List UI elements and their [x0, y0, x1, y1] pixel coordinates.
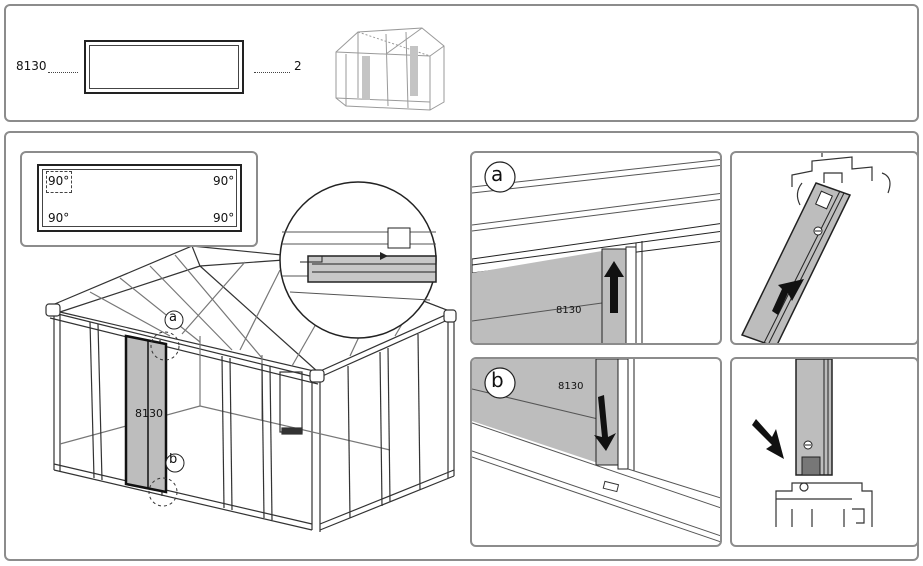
- parts-strip: 8130 2: [4, 4, 919, 122]
- detail-a-panel: a 8130: [470, 151, 722, 345]
- door-panel-label: 8130: [135, 407, 163, 420]
- part-quantity: 2: [294, 59, 302, 73]
- leader-dots-left: [48, 72, 78, 73]
- angle-bottom-right: 90°: [213, 211, 235, 225]
- leader-dots-right: [254, 72, 290, 73]
- detail-a-panel-label: 8130: [556, 305, 582, 316]
- angle-top-right: 90°: [213, 174, 235, 188]
- detail-a-letter: a: [491, 162, 504, 186]
- right-angle-inset: [20, 151, 258, 247]
- angle-bottom-left: 90°: [48, 211, 70, 225]
- detail-b-panel-label: 8130: [558, 381, 584, 392]
- detail-b-panel: b 8130: [470, 357, 722, 547]
- gazebo-thumbnail: [335, 27, 445, 111]
- detail-slide-down-panel: [730, 357, 919, 547]
- callout-a-marker: a: [169, 310, 177, 325]
- angle-marker-box: [46, 171, 72, 193]
- angle-top-left: 90°: [48, 174, 70, 188]
- detail-b-letter: b: [491, 368, 504, 392]
- panel-outline: [37, 164, 242, 232]
- detail-slide-up-panel: [730, 151, 919, 345]
- part-number-label: 8130: [16, 59, 47, 73]
- door-panel-part: [84, 40, 244, 94]
- callout-b-marker: b: [169, 452, 178, 467]
